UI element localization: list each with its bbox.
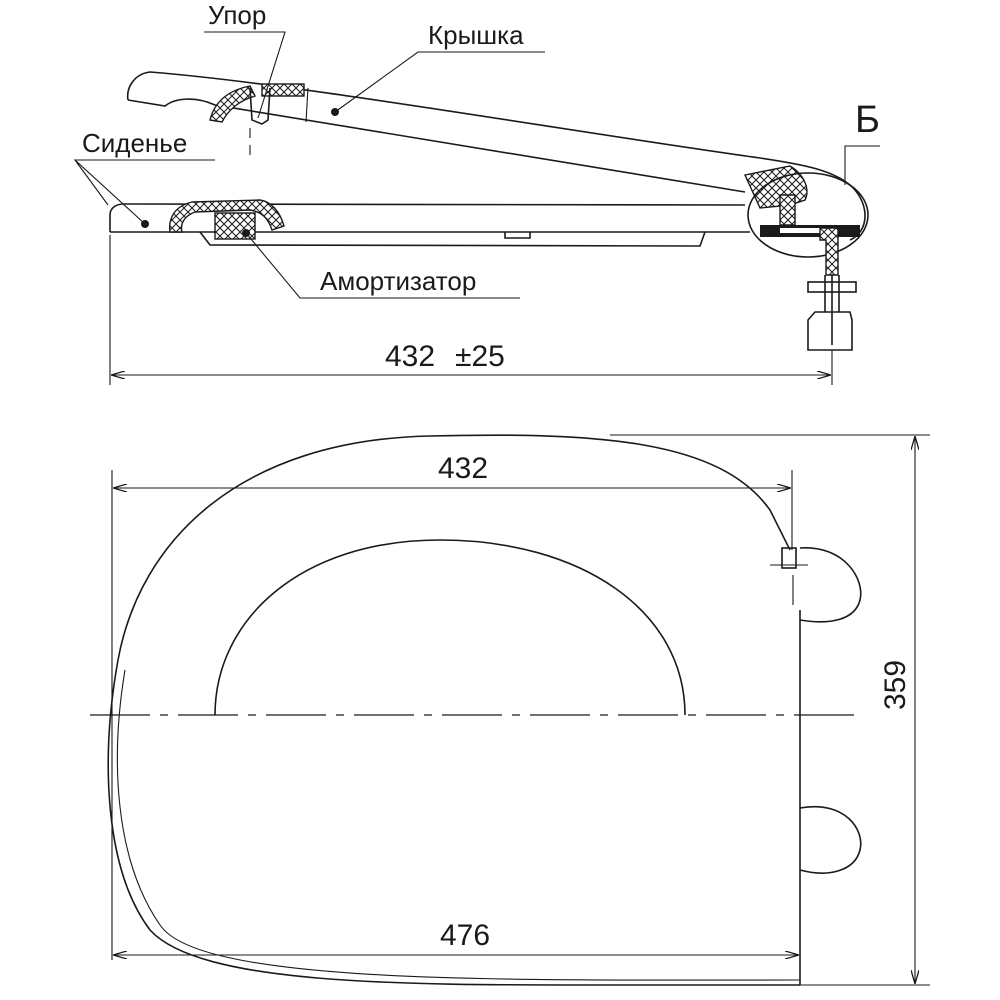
seat-underside <box>199 231 706 247</box>
top-view: 432 476 359 <box>90 434 930 986</box>
label-lid: Крышка <box>428 20 524 50</box>
dimension-side-length: 432 <box>385 340 435 373</box>
seat-opening <box>214 539 686 716</box>
hinge-pin <box>781 547 797 569</box>
dimension-top-length: 432 <box>438 452 488 485</box>
label-detail-b: Б <box>855 99 880 141</box>
side-view: Упор Крышка Сиденье Амортизатор Б 432 ±2… <box>73 0 880 385</box>
label-stop: Упор <box>208 0 266 30</box>
hinge-washer <box>807 281 857 293</box>
hinge-bolt-section <box>819 227 839 276</box>
stop-bumper <box>249 87 271 125</box>
lid-stop-section <box>209 85 257 123</box>
label-shock-absorber: Амортизатор <box>320 266 476 296</box>
dimension-bottom-length: 476 <box>440 919 490 952</box>
dimension-side-tolerance: ±25 <box>455 340 505 373</box>
lid-outline <box>126 71 866 241</box>
hinge-lid-section <box>743 165 808 209</box>
seat-rib-section <box>168 199 285 233</box>
hinge-bump-bottom <box>799 805 862 874</box>
dimension-width: 359 <box>879 660 912 710</box>
lid-underside <box>127 98 746 193</box>
detail-b-circle <box>747 172 869 258</box>
hinge-bump-top <box>799 547 862 623</box>
label-seat: Сиденье <box>82 128 187 158</box>
hinge-nut <box>807 311 853 351</box>
seat-outline-top <box>107 434 800 986</box>
lid-rib-section <box>261 83 305 97</box>
